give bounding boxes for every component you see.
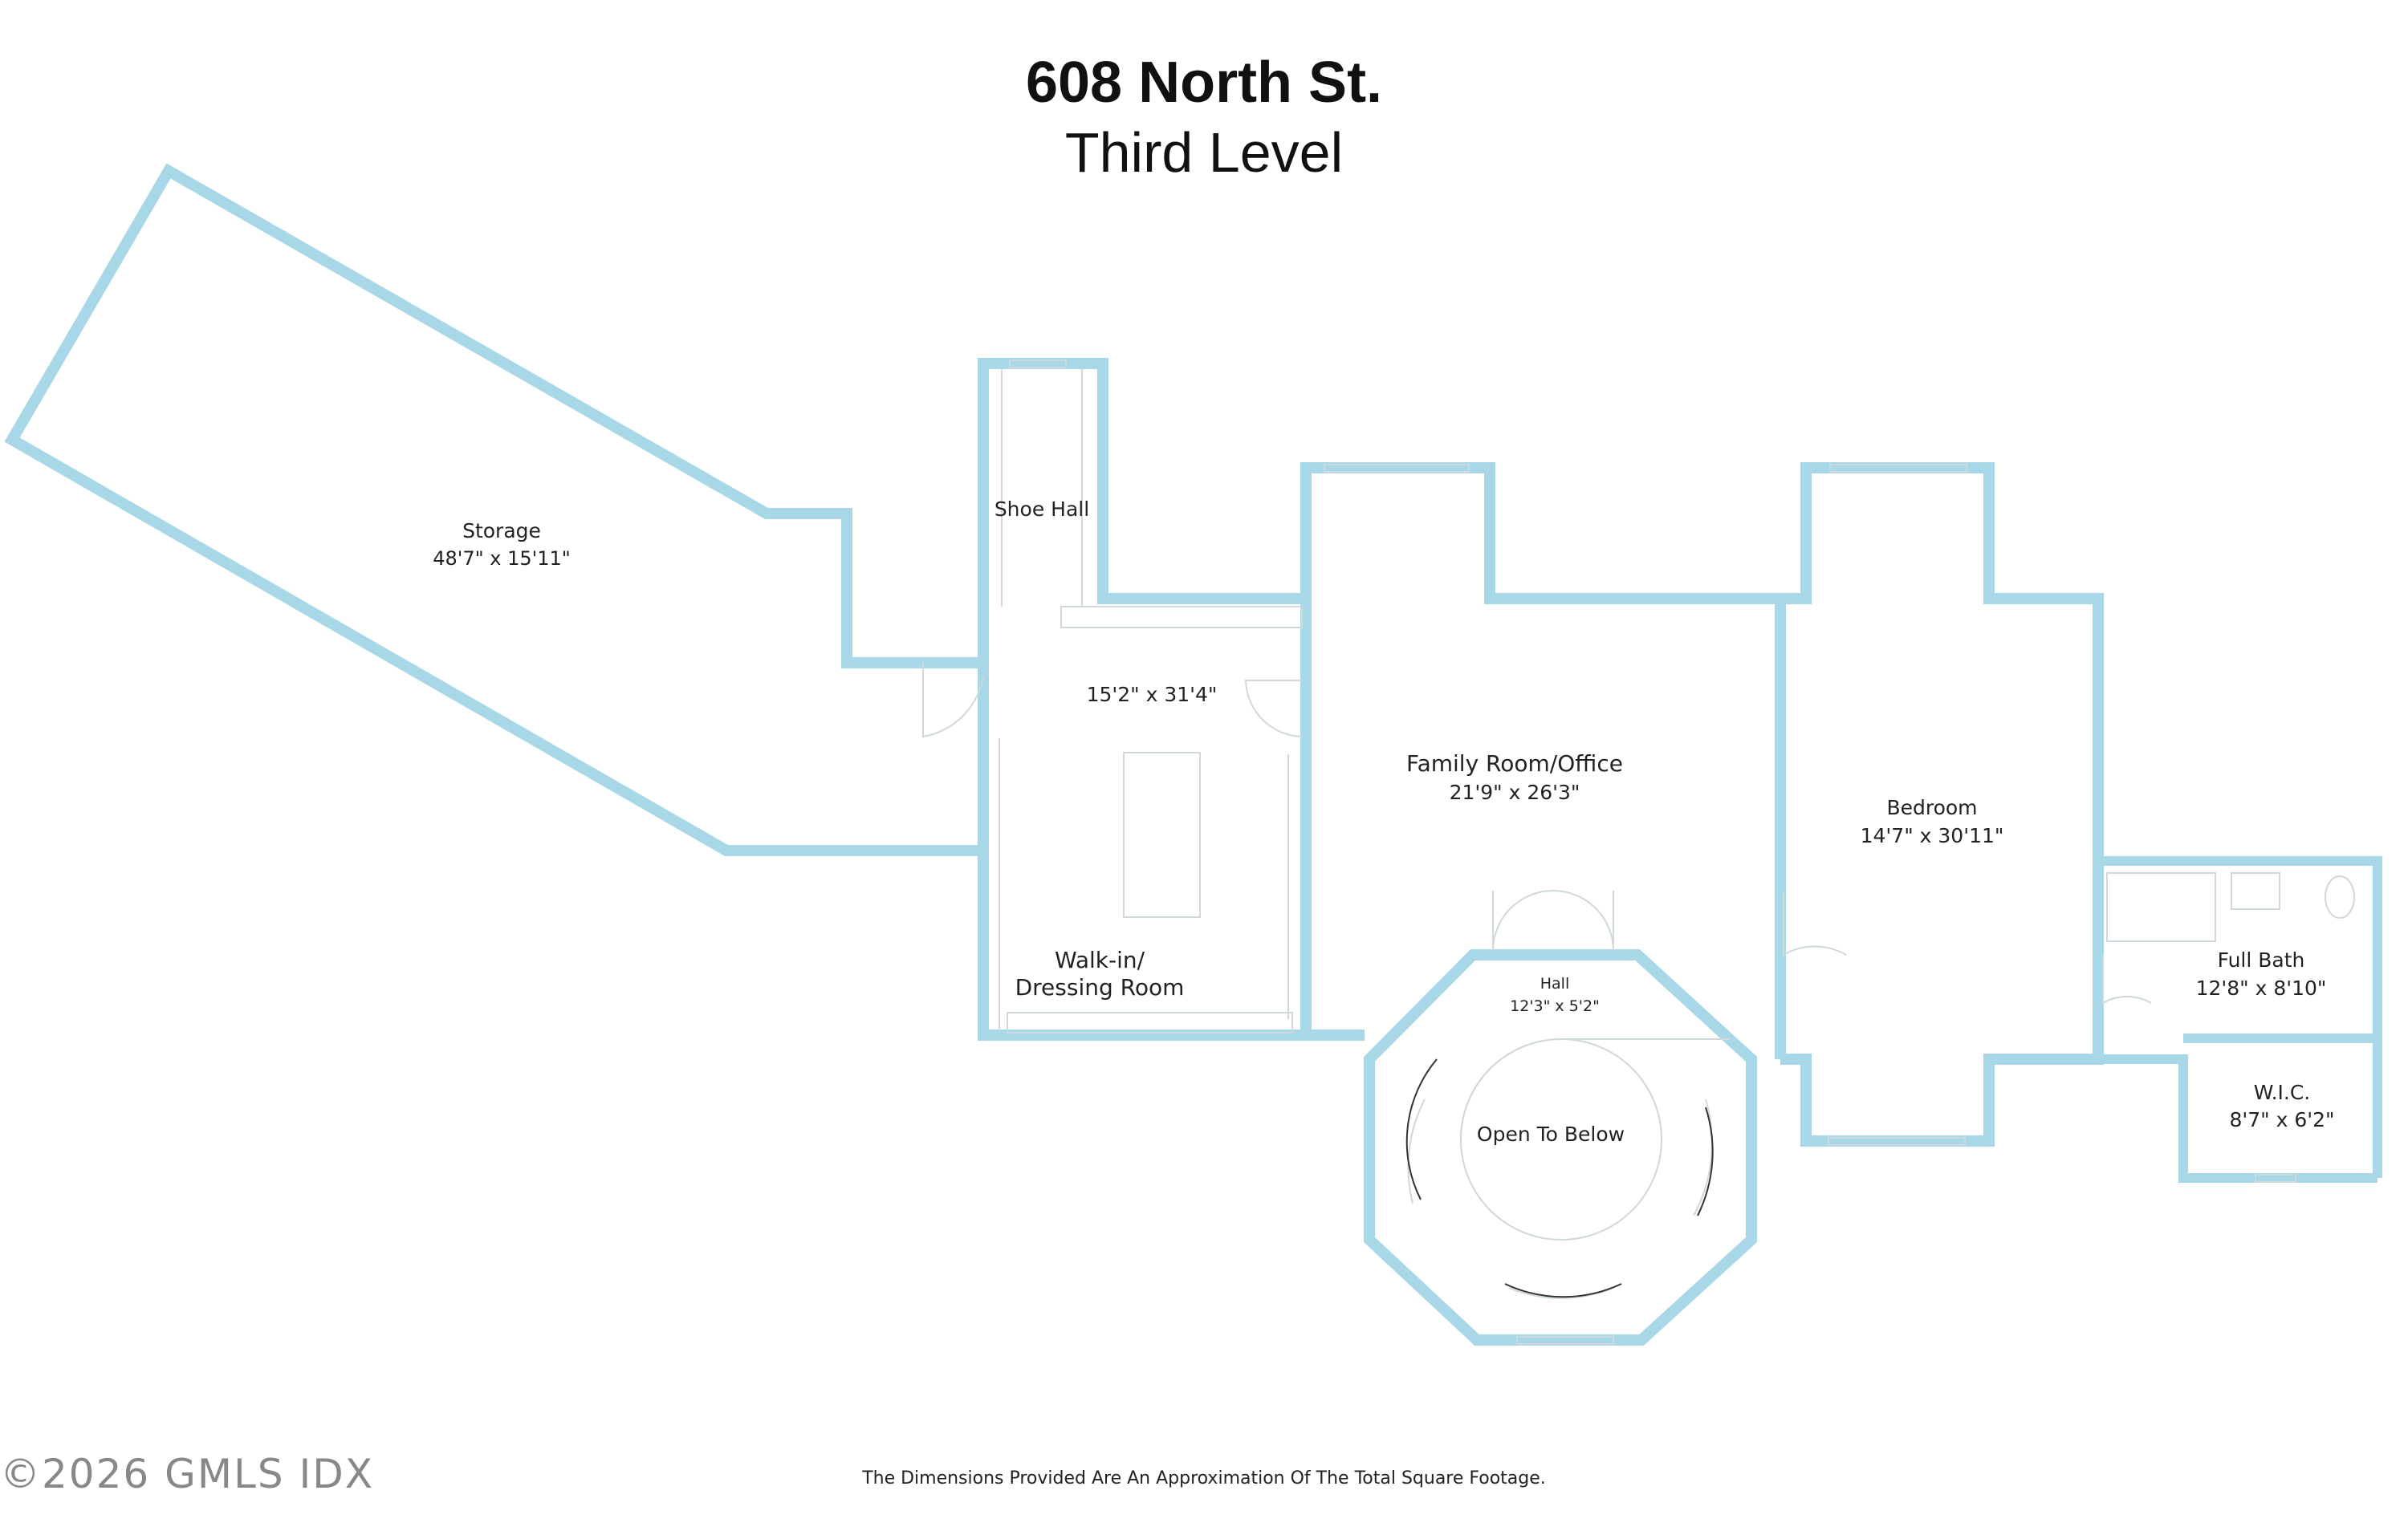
walkin-wall (978, 358, 1312, 1041)
family-room-dims: 21'9" x 26'3" (1450, 781, 1580, 804)
shoe-hall-name: Shoe Hall (995, 497, 1089, 521)
watermark: ©2026 GMLS IDX (0, 1451, 375, 1497)
full-bath-name: Full Bath (2218, 948, 2305, 972)
stair-octagon-wall (1364, 949, 1757, 1346)
open-below-label: Open To Below (1477, 1123, 1625, 1146)
wic-name: W.I.C. (2254, 1081, 2311, 1104)
bedroom-name: Bedroom (1886, 796, 1977, 819)
wic-dims: 8'7" x 6'2" (2229, 1108, 2334, 1131)
level-title: Third Level (1064, 121, 1344, 184)
storage-dims: 48'7" x 15'11" (433, 547, 571, 570)
footer-note: The Dimensions Provided Are An Approxima… (862, 1468, 1546, 1488)
walkin-name-2: Dressing Room (1015, 974, 1185, 1001)
full-bath-wall (2098, 856, 2382, 1183)
hall-dims: 12'3" x 5'2" (1510, 997, 1600, 1015)
family-room-name: Family Room/Office (1406, 750, 1623, 777)
storage-name: Storage (462, 519, 541, 542)
walkin-name-1: Walk-in/ (1055, 947, 1145, 973)
hall-name: Hall (1540, 975, 1570, 993)
bedroom-wall (1780, 462, 2104, 1147)
bedroom-dims: 14'7" x 30'11" (1861, 824, 2004, 847)
full-bath-dims: 12'8" x 8'10" (2196, 977, 2327, 1000)
storage-wall (4, 163, 989, 856)
walkin-dims: 15'2" x 31'4" (1087, 683, 1218, 706)
address-title: 608 North St. (1025, 51, 1383, 115)
family-room-wall (1300, 462, 1786, 1059)
